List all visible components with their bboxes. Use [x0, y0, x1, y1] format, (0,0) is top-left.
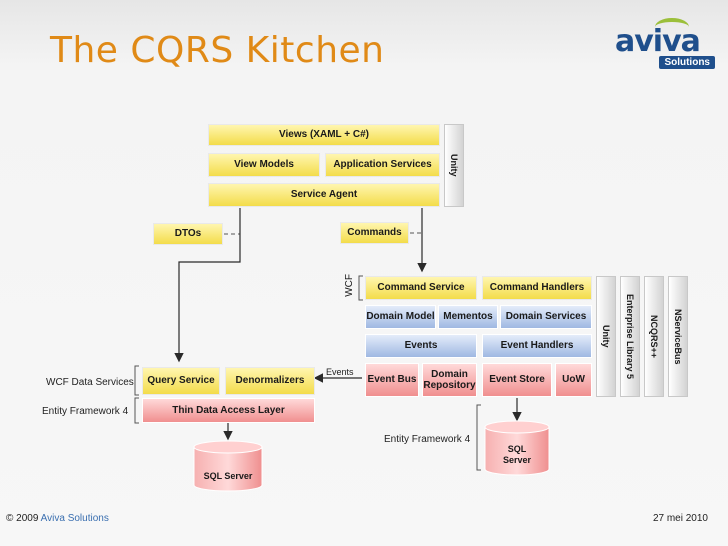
logo-arc-icon [655, 18, 689, 36]
dtos-box: DTOs [153, 223, 223, 245]
event-handlers-box: Event Handlers [482, 334, 592, 358]
view-models-box: View Models [208, 153, 320, 177]
entity-framework-right-label: Entity Framework 4 [384, 434, 471, 445]
command-handlers-box: Command Handlers [482, 276, 592, 300]
view-models-label: View Models [234, 159, 294, 171]
uow-box: UoW [555, 363, 592, 397]
service-agent-box: Service Agent [208, 183, 440, 207]
wcf-label: WCF [344, 274, 355, 300]
nservicebus-bar: NServiceBus [668, 276, 688, 397]
unity-top-label: Unity [449, 154, 460, 177]
views-box: Views (XAML + C#) [208, 124, 440, 146]
logo-sub: Solutions [659, 56, 715, 69]
domain-services-label: Domain Services [505, 311, 587, 323]
logo-word: aviva [615, 24, 701, 59]
copyright-text: © 2009 [6, 513, 39, 524]
sql-server-right-label: SQL Server [502, 444, 532, 465]
events-box-label: Events [404, 340, 438, 352]
thin-dal-box: Thin Data Access Layer [142, 398, 315, 423]
commands-label: Commands [347, 227, 402, 239]
sql-server-right-db: SQL Server [484, 420, 550, 476]
command-handlers-label: Command Handlers [489, 282, 585, 294]
command-service-box: Command Service [365, 276, 477, 300]
nservicebus-label: NServiceBus [673, 308, 684, 365]
denormalizers-label: Denormalizers [235, 375, 305, 387]
ncqrs-label: NCQRS++ [649, 314, 660, 358]
service-agent-label: Service Agent [290, 189, 358, 201]
database-left-icon [193, 440, 263, 492]
denormalizers-box: Denormalizers [225, 367, 315, 395]
enterprise-library-bar: Enterprise Library 5 [620, 276, 640, 397]
mementos-label: Mementos [443, 311, 493, 323]
enterprise-library-label: Enterprise Library 5 [625, 293, 636, 380]
event-handlers-label: Event Handlers [500, 340, 574, 352]
company-text: Aviva Solutions [40, 513, 109, 524]
events-arrow-label: Events [326, 367, 354, 377]
application-services-label: Application Services [333, 159, 432, 171]
event-store-box: Event Store [482, 363, 552, 397]
event-bus-box: Event Bus [365, 363, 419, 397]
uow-label: UoW [562, 374, 585, 386]
commands-box: Commands [340, 222, 409, 244]
views-label: Views (XAML + C#) [279, 129, 369, 141]
wcf-data-services-label: WCF Data Services [46, 377, 134, 388]
query-service-box: Query Service [142, 367, 220, 395]
query-service-label: Query Service [147, 375, 215, 387]
events-box: Events [365, 334, 477, 358]
footer-copyright: © 2009 Aviva Solutions [6, 513, 109, 524]
application-services-box: Application Services [325, 153, 440, 177]
domain-services-box: Domain Services [500, 305, 592, 329]
database-right-icon [484, 420, 550, 476]
aviva-logo: aviva Solutions [615, 18, 715, 70]
unity-top-bar: Unity [444, 124, 464, 207]
command-service-label: Command Service [377, 282, 465, 294]
domain-repository-box: Domain Repository [422, 363, 477, 397]
mementos-box: Mementos [438, 305, 498, 329]
entity-framework-left-label: Entity Framework 4 [42, 406, 129, 417]
sql-server-left-label: SQL Server [203, 471, 253, 481]
footer-date: 27 mei 2010 [652, 513, 708, 524]
unity-side-bar: Unity [596, 276, 616, 397]
unity-side-label: Unity [601, 325, 612, 348]
domain-model-box: Domain Model [365, 305, 436, 329]
domain-repository-label: Domain Repository [423, 368, 476, 392]
sql-server-left-db: SQL Server [193, 440, 263, 492]
thin-dal-label: Thin Data Access Layer [172, 404, 285, 416]
event-store-label: Event Store [489, 374, 545, 386]
domain-model-label: Domain Model [366, 311, 435, 323]
dtos-label: DTOs [174, 228, 202, 240]
ncqrs-bar: NCQRS++ [644, 276, 664, 397]
wcf-text: WCF [344, 274, 355, 297]
slide-title: The CQRS Kitchen [50, 30, 385, 71]
event-bus-label: Event Bus [367, 374, 417, 386]
